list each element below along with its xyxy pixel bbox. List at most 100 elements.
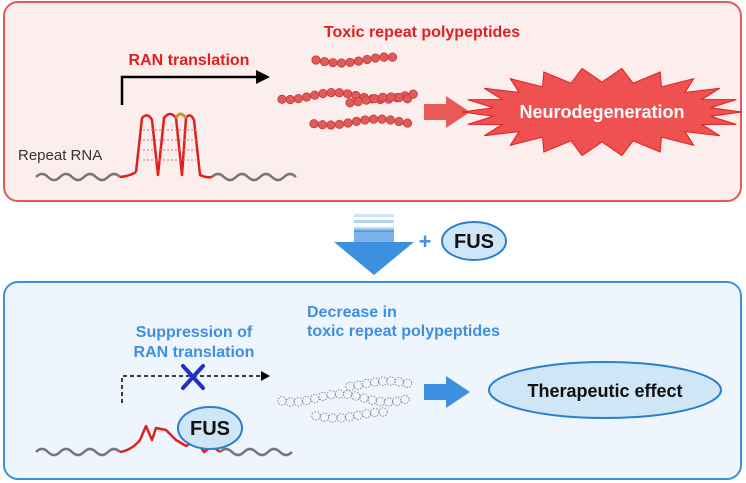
bead [318, 88, 328, 99]
bead [336, 413, 346, 423]
bead [392, 396, 402, 406]
bead [369, 93, 380, 104]
repeat-rna-strand [35, 112, 297, 182]
bead [345, 98, 355, 108]
bead [301, 395, 312, 406]
bead [361, 378, 372, 389]
bead [326, 87, 336, 98]
bead [360, 115, 370, 125]
bead [293, 94, 303, 104]
bead [342, 89, 353, 99]
bead [387, 52, 398, 62]
blue-arrow [424, 376, 470, 408]
bead [402, 378, 413, 389]
bead [318, 391, 328, 402]
bead [400, 394, 410, 405]
bead-chain [309, 114, 413, 130]
suppression-line2: RAN translation [134, 344, 255, 361]
fus-bubble-bound [177, 406, 243, 450]
bead [317, 120, 328, 130]
bead [277, 94, 287, 104]
neurodegeneration-burst: Neurodegeneration [461, 67, 743, 157]
bead [379, 52, 389, 62]
bottom-title-line1: Decrease in [307, 304, 397, 321]
bead [385, 115, 396, 125]
bead [310, 90, 320, 100]
therapeutic-effect-label: Therapeutic effect [527, 381, 682, 401]
bead [369, 377, 380, 387]
bead [353, 56, 364, 66]
bead-chain [345, 376, 413, 392]
bead [343, 118, 353, 128]
bead [345, 381, 355, 392]
bead [334, 389, 345, 399]
bead [361, 408, 372, 419]
bead [334, 88, 344, 98]
bead [378, 92, 388, 102]
block-x-mark [181, 364, 205, 390]
ran-translation-label: RAN translation [129, 52, 250, 69]
bead [334, 119, 345, 129]
bead [277, 396, 287, 406]
bead [386, 92, 396, 102]
down-arrow [334, 214, 414, 275]
therapeutic-effect-oval [488, 361, 722, 419]
bead [319, 56, 330, 67]
bead [378, 407, 388, 417]
bead [402, 94, 412, 104]
repeat-rna-label: Repeat RNA [18, 147, 102, 164]
bead [293, 397, 304, 407]
top-panel-title: Toxic repeat polypeptides [324, 24, 520, 41]
bead [394, 92, 404, 103]
bead [368, 114, 379, 124]
bead [311, 411, 321, 421]
bead [353, 97, 363, 107]
plus-sign: + [419, 229, 432, 254]
bead [386, 376, 396, 386]
bead [301, 92, 312, 102]
bead [319, 412, 330, 422]
translation-arrow [120, 70, 270, 105]
bead [394, 377, 404, 387]
fus-bubble-middle [441, 221, 507, 261]
bead [285, 94, 295, 105]
bead [359, 393, 369, 403]
fus-label-bound: FUS [190, 418, 230, 440]
bead-chain [277, 389, 410, 407]
red-arrow [424, 96, 470, 128]
blocked-translation-arrow [121, 371, 270, 403]
bead-chain [345, 92, 412, 108]
bead [345, 57, 355, 68]
bead [344, 412, 355, 422]
bead [394, 116, 404, 127]
bead [351, 116, 362, 126]
middle-section: + FUS [334, 214, 507, 275]
bottom-panel: Decrease in toxic repeat polypeptides Su… [3, 281, 742, 480]
bead [328, 58, 338, 68]
bead [336, 58, 347, 68]
bead [370, 53, 381, 63]
bead [311, 55, 321, 65]
bead [342, 389, 353, 400]
neurodegeneration-label: Neurodegeneration [519, 102, 684, 122]
bottom-title-line2: toxic repeat polypeptides [307, 323, 500, 340]
bead [402, 118, 413, 128]
toxic-polypeptide-chains [277, 52, 418, 130]
reduced-polypeptide-chains [277, 376, 413, 423]
bead [309, 119, 319, 129]
top-panel: Toxic repeat polypeptides RAN translatio… [3, 1, 743, 202]
bead-chain [311, 52, 398, 68]
fus-label-middle: FUS [454, 231, 494, 253]
bead [361, 95, 371, 105]
bead [377, 114, 387, 124]
bead-chain [311, 407, 388, 423]
bead [310, 393, 320, 404]
bead [353, 410, 363, 420]
suppression-line1: Suppression of [136, 324, 253, 341]
bead [362, 54, 372, 65]
bead [326, 120, 336, 130]
bead [351, 391, 361, 401]
bead [367, 395, 377, 405]
bead [353, 380, 363, 390]
